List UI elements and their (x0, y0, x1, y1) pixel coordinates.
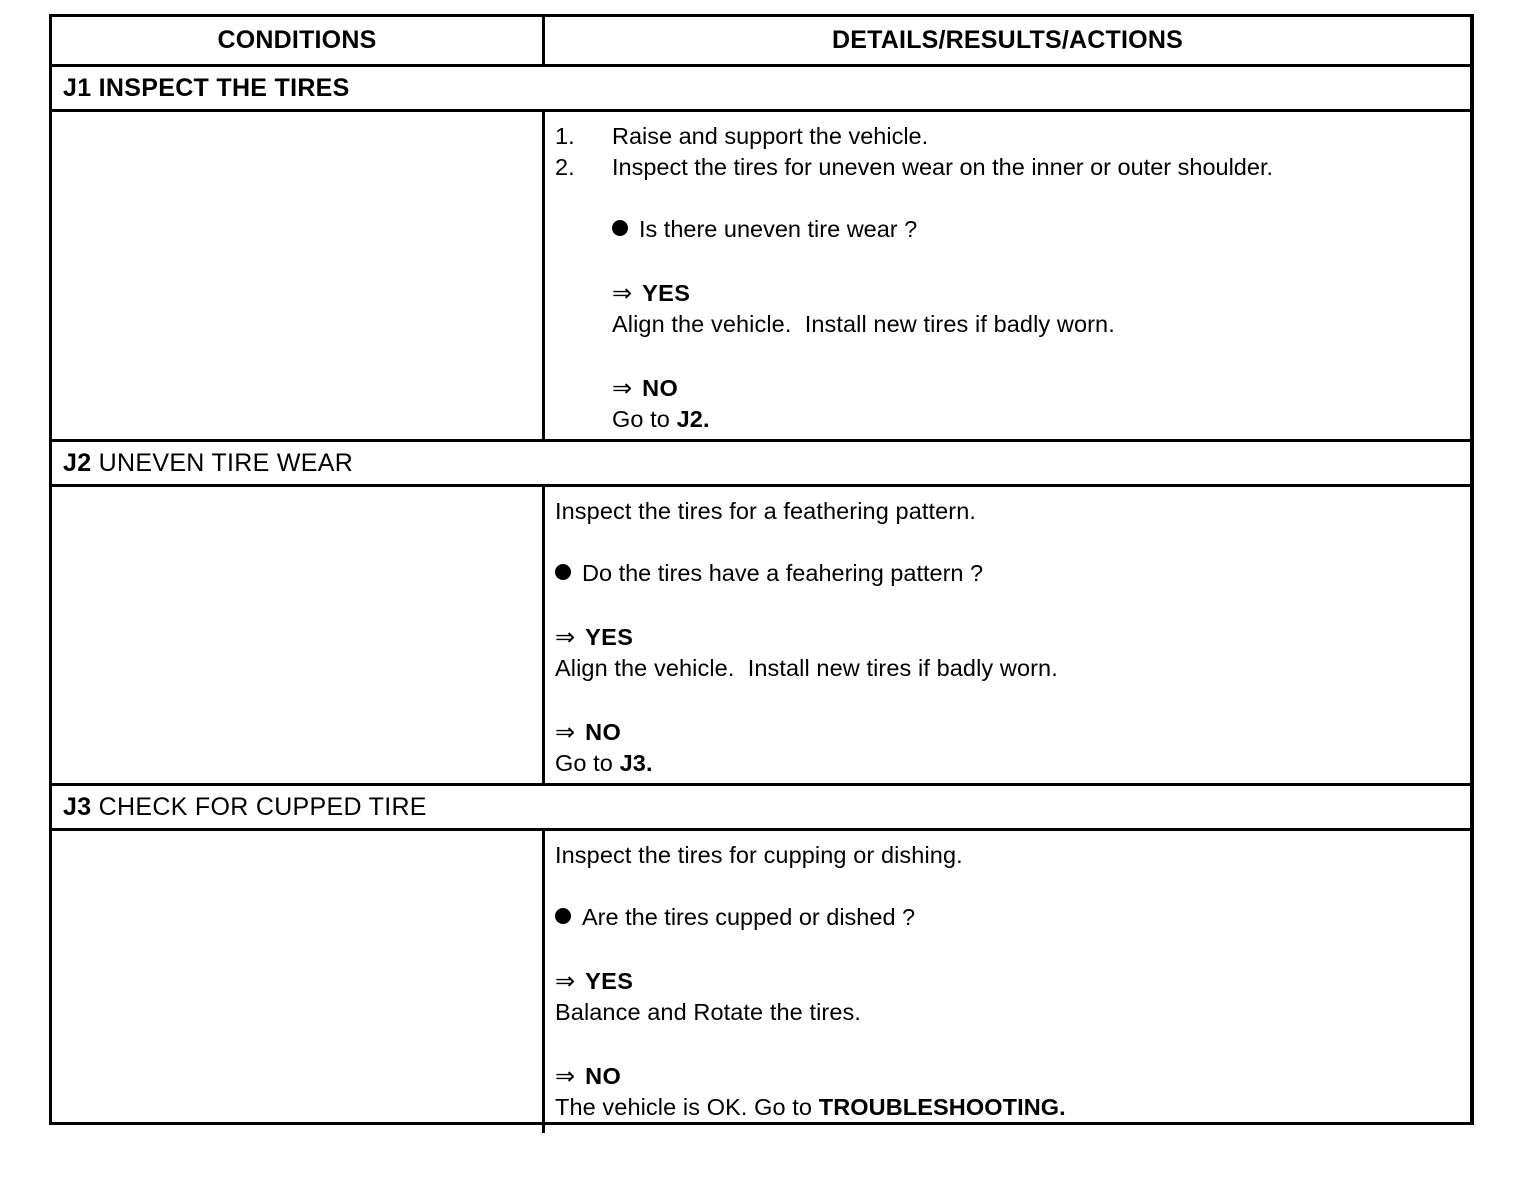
branch-yes-j3-label: ⇒ YES (555, 966, 1458, 997)
double-arrow-icon: ⇒ (555, 719, 576, 746)
conditions-cell-j2 (52, 487, 545, 783)
branch-no-j1-text: NO (642, 375, 679, 401)
branch-yes-j2-label: ⇒ YES (555, 622, 1458, 653)
conditions-cell-j3 (52, 831, 545, 1133)
intro-j3-text: Inspect the tires for cupping or dishing… (555, 842, 963, 868)
double-arrow-icon: ⇒ (555, 1063, 576, 1090)
spacer (555, 1028, 1458, 1061)
double-arrow-icon: ⇒ (555, 968, 576, 995)
branch-yes-j1-action-text: Align the vehicle. Install new tires if … (612, 311, 1115, 337)
branch-no-j1-label: ⇒ NO (612, 373, 1458, 404)
section-title-j3: J3 CHECK FOR CUPPED TIRE (52, 786, 1470, 831)
intro-j2: Inspect the tires for a feathering patte… (555, 496, 1458, 527)
branch-no-j2-action-text: Go to (555, 750, 620, 776)
section-body-j2: Inspect the tires for a feathering patte… (52, 487, 1470, 786)
spacer (555, 871, 1458, 902)
double-arrow-icon: ⇒ (612, 280, 633, 307)
branch-yes-j3-text: YES (585, 968, 634, 994)
branch-yes-j1-label: ⇒ YES (612, 278, 1458, 309)
step-2-text: Inspect the tires for uneven wear on the… (612, 154, 1274, 180)
branch-no-j2-action: Go to J3. (555, 748, 1458, 779)
intro-j3: Inspect the tires for cupping or dishing… (555, 840, 1458, 871)
details-cell-j1: 1. Raise and support the vehicle. 2. Ins… (545, 112, 1470, 439)
section-name-j3: CHECK FOR CUPPED TIRE (98, 792, 427, 821)
branch-yes-j1-action: Align the vehicle. Install new tires if … (612, 309, 1458, 340)
branch-no-j3-action-text: The vehicle is OK. Go to (555, 1094, 819, 1120)
step-1: 1. Raise and support the vehicle. (555, 121, 1458, 152)
branch-yes-j2-text: YES (585, 624, 634, 650)
branch-no-j2-label: ⇒ NO (555, 717, 1458, 748)
bullet-icon (612, 220, 628, 236)
question-j2-text: Do the tires have a feahering pattern ? (582, 560, 984, 586)
double-arrow-icon: ⇒ (612, 375, 633, 402)
spacer (555, 933, 1458, 966)
column-header-conditions: CONDITIONS (52, 17, 545, 64)
conditions-cell-j1 (52, 112, 545, 439)
branch-no-j1-goto-ref: J2. (676, 406, 710, 432)
branch-no-j2-goto-ref: J3. (619, 750, 653, 776)
spacer (555, 589, 1458, 622)
section-title-j1: J1 INSPECT THE TIRES (52, 67, 1470, 112)
step-1-text: Raise and support the vehicle. (612, 123, 929, 149)
question-j1-text: Is there uneven tire wear ? (639, 216, 918, 242)
step-1-number: 1. (555, 123, 575, 149)
branch-no-j3-action: The vehicle is OK. Go to TROUBLESHOOTING… (555, 1092, 1458, 1123)
branch-yes-j1-text: YES (642, 280, 691, 306)
section-title-j2: J2 UNEVEN TIRE WEAR (52, 442, 1470, 487)
section-name-j2: UNEVEN TIRE WEAR (98, 448, 354, 477)
intro-j2-text: Inspect the tires for a feathering patte… (555, 498, 977, 524)
spacer (555, 183, 1458, 214)
branch-no-j3-text: NO (585, 1063, 622, 1089)
spacer (612, 245, 1458, 278)
question-j1: Is there uneven tire wear ? (612, 214, 1458, 245)
branch-yes-j2-action-text: Align the vehicle. Install new tires if … (555, 655, 1058, 681)
branch-no-j3-label: ⇒ NO (555, 1061, 1458, 1092)
step-2: 2. Inspect the tires for uneven wear on … (555, 152, 1458, 183)
section-body-j3: Inspect the tires for cupping or dishing… (52, 831, 1470, 1133)
section-name-j1: INSPECT THE TIRES (98, 73, 350, 102)
branch-no-j2-text: NO (585, 719, 622, 745)
section-body-j1: 1. Raise and support the vehicle. 2. Ins… (52, 112, 1470, 442)
branch-no-j1-action-text: Go to (612, 406, 677, 432)
table-header-row: CONDITIONS DETAILS/RESULTS/ACTIONS (52, 17, 1470, 67)
double-arrow-icon: ⇒ (555, 624, 576, 651)
spacer (555, 684, 1458, 717)
branch-yes-j3-action-text: Balance and Rotate the tires. (555, 999, 861, 1025)
branch-yes-j2-action: Align the vehicle. Install new tires if … (555, 653, 1458, 684)
spacer (555, 527, 1458, 558)
section-code-j2: J2 (63, 448, 92, 477)
question-j3: Are the tires cupped or dished ? (555, 902, 1458, 933)
details-cell-j3: Inspect the tires for cupping or dishing… (545, 831, 1470, 1133)
section-code-j3: J3 (63, 792, 92, 821)
details-cell-j2: Inspect the tires for a feathering patte… (545, 487, 1470, 783)
section-code-j1: J1 (63, 73, 92, 102)
column-header-details: DETAILS/RESULTS/ACTIONS (832, 26, 1183, 54)
branch-no-j3-goto-ref: TROUBLESHOOTING. (818, 1094, 1066, 1120)
question-j2: Do the tires have a feahering pattern ? (555, 558, 1458, 589)
branch-no-j1-action: Go to J2. (612, 404, 1458, 435)
step-2-number: 2. (555, 154, 575, 180)
diagnostic-table: CONDITIONS DETAILS/RESULTS/ACTIONS J1 IN… (49, 14, 1474, 1133)
spacer (612, 340, 1458, 373)
branch-yes-j3-action: Balance and Rotate the tires. (555, 997, 1458, 1028)
bullet-icon (555, 564, 571, 580)
bullet-icon (555, 908, 571, 924)
question-j3-text: Are the tires cupped or dished ? (582, 904, 916, 930)
